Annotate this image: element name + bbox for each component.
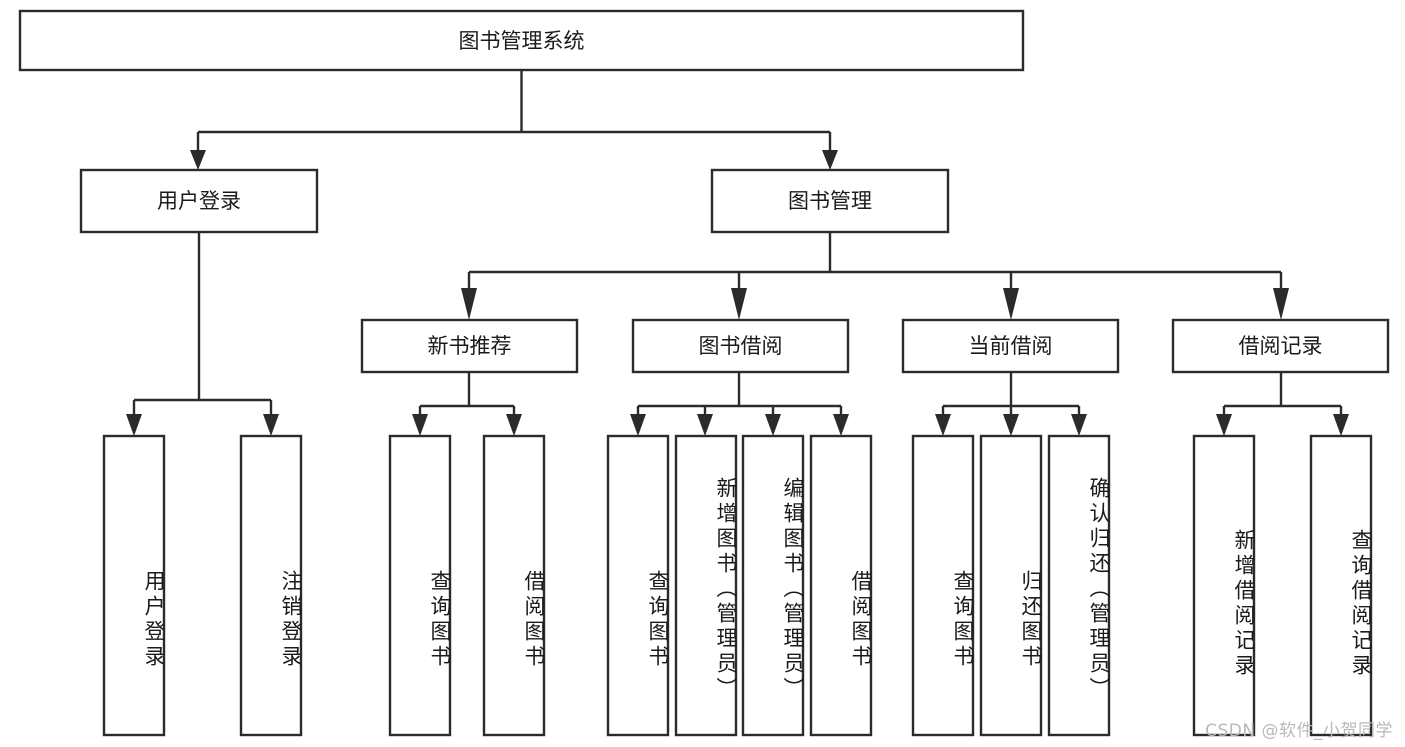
node-book-manage-rect[interactable]	[710, 168, 950, 234]
leaf-add-book-rect[interactable]	[674, 434, 738, 737]
arrow-head-leaf-user-login	[126, 414, 142, 436]
connector-new-book-recommend-branch	[418, 372, 516, 416]
arrow-head-leaf-query-book-2	[630, 414, 646, 436]
arrow-head-leaf-logout-login	[263, 414, 279, 436]
connectors-user-login-to-leaves	[126, 232, 279, 436]
node-user-login-rect[interactable]	[79, 168, 319, 234]
connector-current-borrow-branch	[941, 372, 1081, 416]
connectors-current-borrow-to-leaves	[935, 372, 1087, 436]
connectors-book-manage-to-level3	[461, 232, 1289, 320]
node-book-manage-label: 图书管理	[788, 189, 872, 213]
arrow-head-leaf-add-book	[697, 414, 713, 436]
arrow-head-leaf-confirm-return	[1071, 414, 1087, 436]
connectors-root-to-level2	[190, 70, 838, 170]
node-book-borrow-label: 图书借阅	[699, 334, 783, 358]
arrow-head-leaf-borrow-book-1	[506, 414, 522, 436]
node-borrow-record[interactable]: 借阅记录	[1171, 318, 1390, 374]
node-book-borrow[interactable]: 图书借阅	[631, 318, 850, 374]
node-user-login[interactable]: 用户登录	[79, 168, 319, 234]
connectors-book-borrow-to-leaves	[630, 372, 849, 436]
arrow-head-leaf-query-record	[1333, 414, 1349, 436]
leaf-borrow-book-2-rect[interactable]	[809, 434, 873, 737]
leaf-edit-book-rect[interactable]	[741, 434, 805, 737]
connector-borrow-record-branch	[1222, 372, 1343, 416]
leaf-borrow-book-1-rect[interactable]	[482, 434, 546, 737]
leaf-add-record-rect[interactable]	[1192, 434, 1256, 737]
node-root-rect[interactable]	[18, 9, 1025, 72]
connector-book-borrow-branch	[636, 372, 843, 416]
node-borrow-record-rect[interactable]	[1171, 318, 1390, 374]
node-user-login-label: 用户登录	[157, 189, 241, 213]
leaf-query-record-rect[interactable]	[1309, 434, 1373, 737]
node-new-book-recommend-rect[interactable]	[360, 318, 579, 374]
node-root[interactable]: 图书管理系统	[18, 9, 1025, 72]
node-root-label: 图书管理系统	[459, 29, 585, 53]
arrow-head-leaf-borrow-book-2	[833, 414, 849, 436]
connectors-new-book-recommend-to-leaves	[412, 372, 522, 436]
arrow-head-book-borrow	[731, 288, 747, 320]
leaf-user-login-rect[interactable]	[102, 434, 166, 737]
arrow-head-leaf-edit-book	[765, 414, 781, 436]
node-current-borrow[interactable]: 当前借阅	[901, 318, 1120, 374]
node-book-manage[interactable]: 图书管理	[710, 168, 950, 234]
node-new-book-recommend-label: 新书推荐	[428, 334, 512, 358]
arrow-head-new-book-recommend	[461, 288, 477, 320]
arrow-head-leaf-add-record	[1216, 414, 1232, 436]
arrow-head-book-manage	[822, 150, 838, 170]
leaf-query-book-1-rect[interactable]	[388, 434, 452, 737]
node-current-borrow-rect[interactable]	[901, 318, 1120, 374]
node-book-borrow-rect[interactable]	[631, 318, 850, 374]
connector-user-login-branch	[132, 232, 273, 416]
arrow-head-leaf-query-book-3	[935, 414, 951, 436]
leaf-return-book-rect[interactable]	[979, 434, 1043, 737]
arrow-head-leaf-query-book-1	[412, 414, 428, 436]
leaf-confirm-return-rect[interactable]	[1047, 434, 1111, 737]
arrow-head-current-borrow	[1003, 288, 1019, 320]
arrow-head-borrow-record	[1273, 288, 1289, 320]
leaf-query-book-2-rect[interactable]	[606, 434, 670, 737]
connector-book-manage-branch	[467, 232, 1283, 290]
node-borrow-record-label: 借阅记录	[1239, 334, 1323, 358]
node-current-borrow-label: 当前借阅	[969, 334, 1053, 358]
node-new-book-recommend[interactable]: 新书推荐	[360, 318, 579, 374]
connectors-borrow-record-to-leaves	[1216, 372, 1349, 436]
csdn-watermark: CSDN @软件_小贺同学	[1205, 721, 1393, 741]
connector-root-branch	[196, 70, 832, 154]
arrow-head-leaf-return-book	[1003, 414, 1019, 436]
leaf-query-book-3-rect[interactable]	[911, 434, 975, 737]
arrow-head-user-login	[190, 150, 206, 170]
leaf-boxes	[102, 434, 1373, 737]
leaf-logout-login-rect[interactable]	[239, 434, 303, 737]
